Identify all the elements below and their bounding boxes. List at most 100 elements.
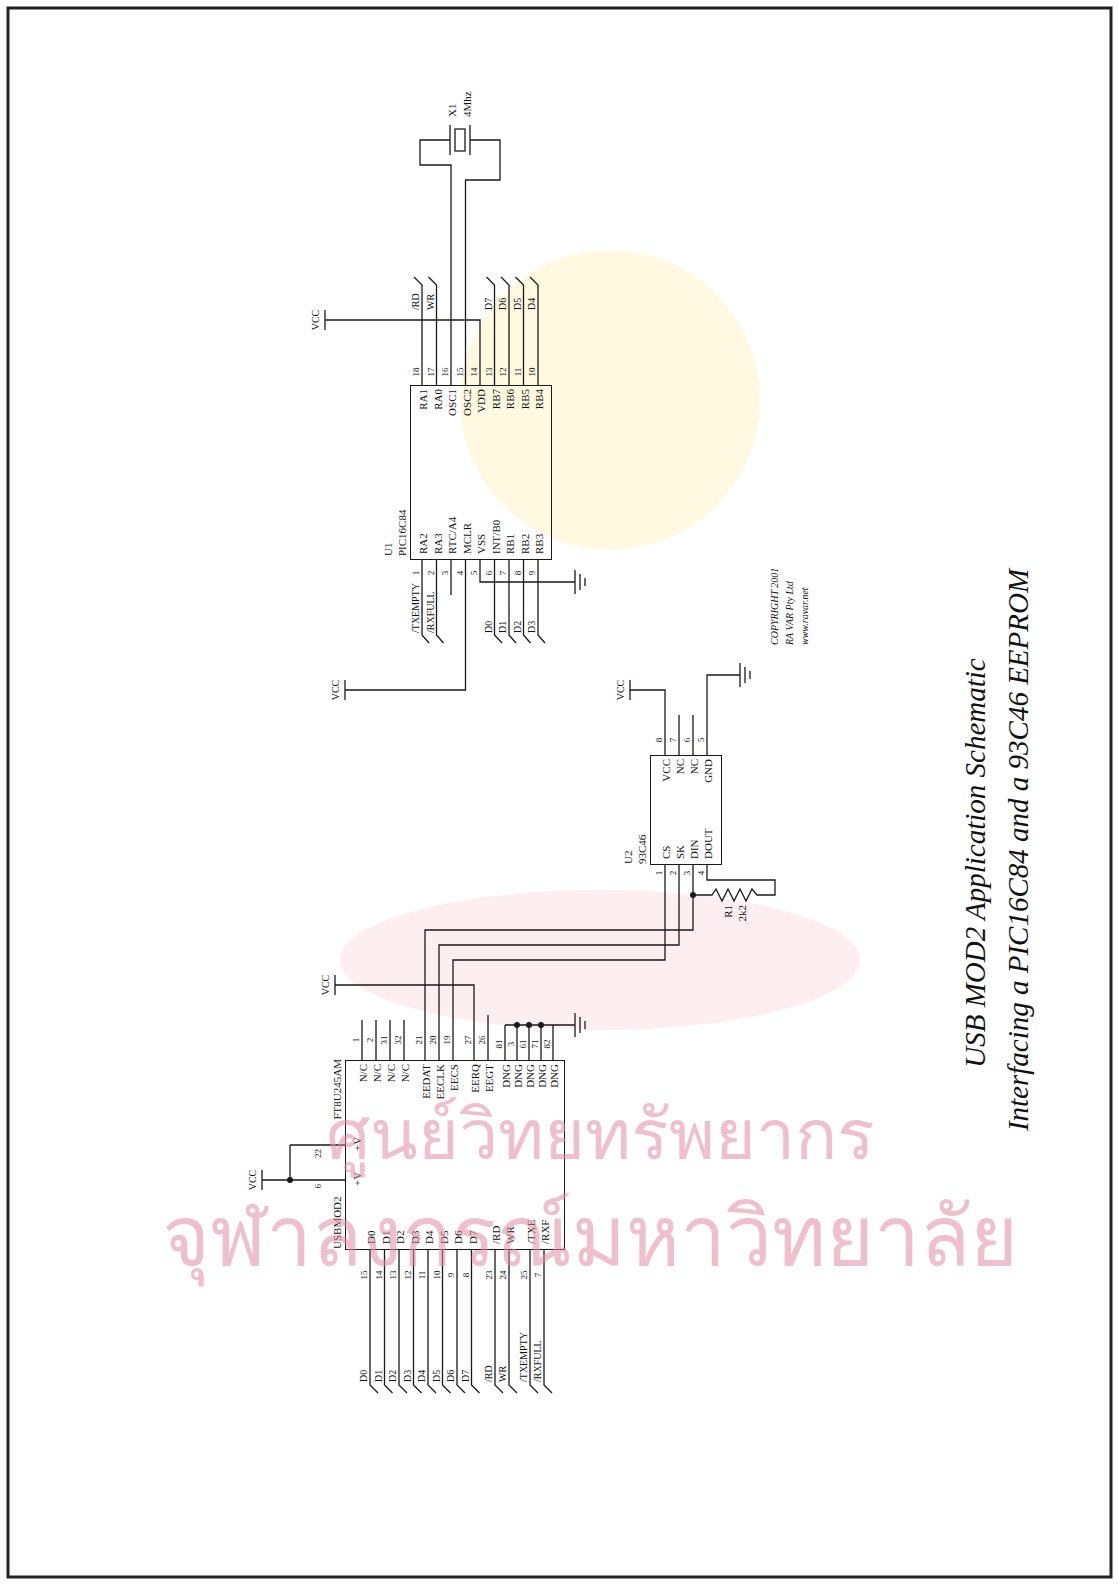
pin-number: 21 [415,1036,424,1045]
pin-name: RA3 [432,533,443,554]
pin-number: 15 [456,368,465,377]
pin-number: 1 [412,571,421,576]
pin-name: WR [505,1226,516,1244]
copyright-note: www.ravar.net [800,587,810,645]
pin-number: 27 [464,1036,473,1045]
pin-number: 6 [485,571,494,576]
crystal-symbol [450,125,470,155]
pin-number: 17 [427,368,436,377]
signal-name: WR [498,1366,508,1382]
pin-name: RA2 [418,533,429,554]
pin-number: 25 [520,1271,529,1280]
copyright-note: COPYRIGHT 2001 [770,568,780,645]
power-label: VCC [616,680,626,701]
pin-name: MCLR [461,523,472,554]
pin-name: N/C [386,1064,397,1082]
pin-name: +V [352,1172,363,1186]
signal-name: /RXFULL [533,1340,543,1382]
ref-designator: U1 [383,543,394,556]
signal-name: D5 [432,1370,442,1382]
pin-number: 10 [433,1271,442,1280]
pin-name: RB1 [505,534,516,554]
pin-number: 1 [655,871,664,876]
pin-name: /TXE [526,1220,537,1244]
pin-number: 14 [375,1271,384,1280]
pin-number: 18 [412,368,421,377]
pin-name: CS [661,846,672,859]
pin-number: 26 [478,1036,487,1045]
ref-designator: U2 [623,851,634,864]
pin-name: RB3 [534,534,545,554]
pin-number: 3 [683,871,692,876]
pin-name: RA0 [432,389,443,410]
pin-name: DNG [549,1064,560,1088]
page-border [8,8,1111,1577]
pin-number: 9 [447,1273,456,1278]
ground-wires [505,1013,585,1060]
pin-number: 5 [470,571,479,576]
pin-number: 31 [380,1036,389,1045]
pin-name: RB7 [490,389,501,409]
pin-name: EEGT [484,1064,495,1092]
pin-name: RB2 [519,534,530,554]
pin-name: D0 [366,1231,377,1244]
signal-name: /RD [411,293,421,310]
pin-name: /RXF [540,1220,551,1244]
pin-name: D5 [438,1231,449,1244]
pin-number: 3 [441,571,450,576]
signal-name: D3 [527,621,537,633]
pin-name: OSC2 [461,389,472,416]
pin-number: 6 [683,738,692,743]
pin-number: 13 [389,1271,398,1280]
pin-number: 23 [485,1271,494,1280]
pin-name: DNG [525,1064,536,1088]
signal-name: D1 [374,1370,384,1382]
signal-name: D2 [388,1370,398,1382]
watermark-text: ศูนย์วิทยทรัพยากร [326,1100,875,1170]
pin-name: NC [689,759,700,774]
signal-name: D4 [527,298,537,310]
pin-number: 11 [418,1271,427,1280]
signal-name: D0 [359,1370,369,1382]
crystal-symbol [455,129,465,151]
pin-wires [335,975,488,1060]
power-label: VCC [331,680,341,701]
pin-name: DNG [537,1064,548,1088]
pin-number: 22 [314,1149,323,1158]
pin-name: RTC/A4 [447,517,458,554]
signal-name: D0 [484,621,494,633]
oscillator-wires [325,140,500,385]
signal-name: /RD [484,1365,494,1382]
junction-dot [538,1022,544,1028]
pin-name: D3 [409,1231,420,1244]
signal-name: /TXEMPTY [411,583,421,633]
pin-number: 13 [485,368,494,377]
pin-number: 82 [543,1040,552,1049]
signal-name: D3 [403,1370,413,1382]
pin-name: D6 [453,1231,464,1244]
part-value: 2k2 [737,905,748,922]
power-label: VCC [321,975,331,996]
part-ref: X1 [447,104,458,117]
signal-name: D6 [446,1370,456,1382]
pin-number: 5 [697,738,706,743]
pin-number: 12 [499,368,508,377]
junction-dot [514,1022,520,1028]
signal-name: D6 [498,298,508,310]
pin-wires [414,277,538,385]
diagram-title: USB MOD2 Application Schematic [961,658,990,1067]
part-number: 93C46 [637,835,648,864]
power-label: VCC [248,1170,258,1191]
part-number: FT8U245AM [332,1059,343,1120]
signal-wire [439,865,679,1060]
pin-name: RB5 [519,389,530,409]
pin-number: 61 [519,1040,528,1049]
pin-number: 4 [456,571,465,576]
pin-name: EECS [449,1064,460,1091]
pin-number: 8 [514,571,523,576]
pin-number: 16 [441,368,450,377]
module-name: USBMOD2 [332,1196,343,1249]
